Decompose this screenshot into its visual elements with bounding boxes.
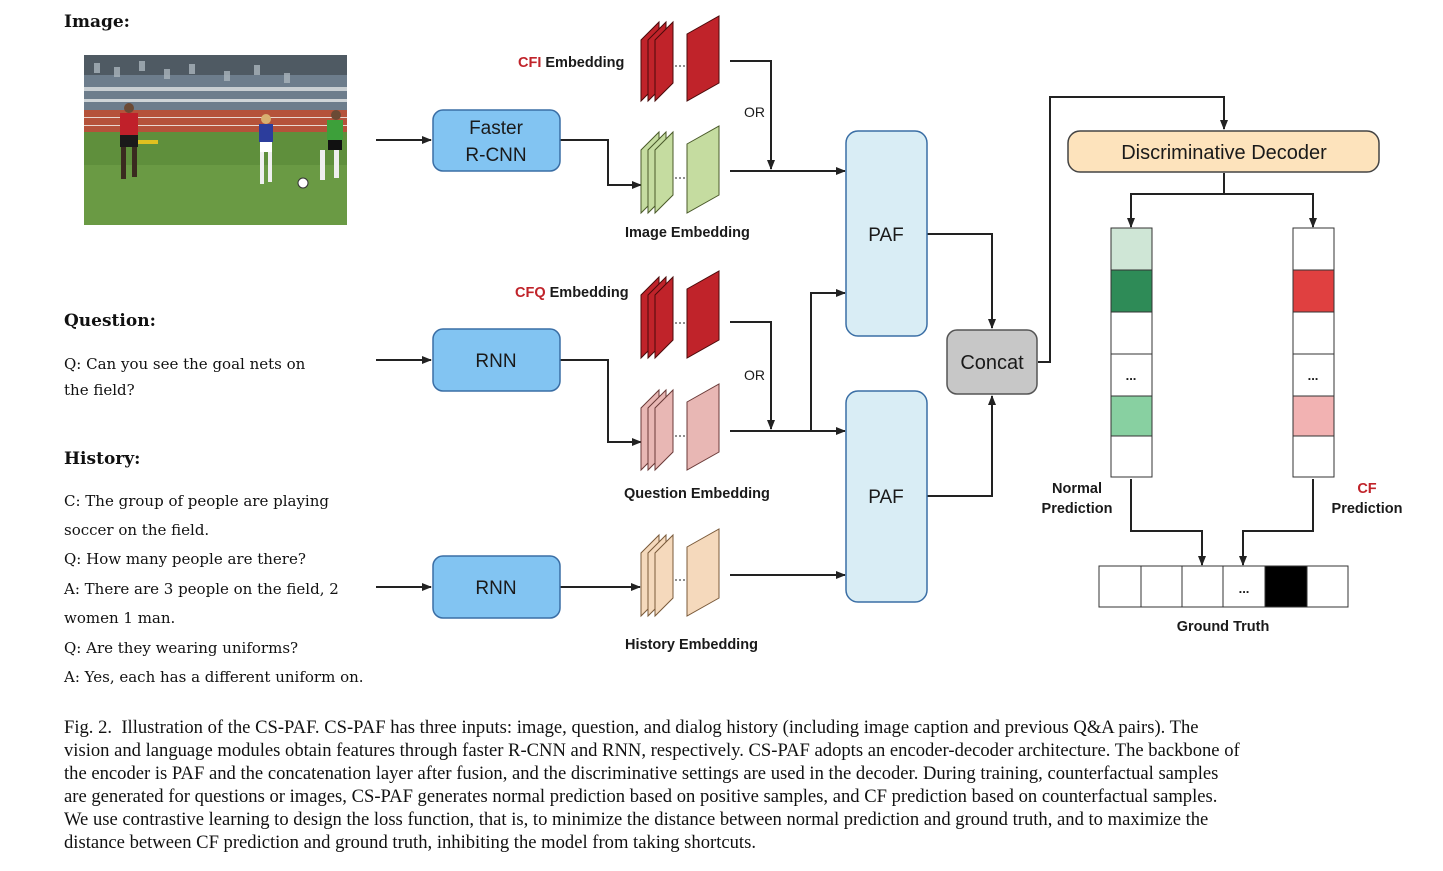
cf-cell [1292, 353, 1335, 397]
cfi-embedding-stack [640, 15, 720, 103]
gt-cell [1140, 565, 1183, 608]
or-label-top: OR [744, 104, 765, 120]
history-line: soccer on the field. [64, 521, 210, 539]
gt-cell [1098, 565, 1142, 608]
soccer-photo [84, 55, 347, 225]
image-embedding-stack [640, 125, 720, 215]
paf-bottom-box: PAF [845, 390, 928, 603]
faster-rcnn-label-2: R-CNN [465, 145, 526, 166]
paf-top-label: PAF [868, 225, 904, 246]
caption-line: the encoder is PAF and the concatenation… [64, 763, 1219, 784]
cf-cell [1292, 227, 1335, 271]
normal-prediction-label-2: Prediction [1042, 501, 1113, 517]
paf-top-box: PAF [845, 130, 928, 337]
caption-line: vision and language modules obtain featu… [64, 740, 1240, 761]
history-line: A: There are 3 people on the field, 2 [64, 580, 339, 598]
concat-box: Concat [946, 329, 1038, 395]
question-line: Q: Can you see the goal nets on [64, 355, 306, 373]
history-embedding-label: History Embedding [625, 637, 758, 653]
cf-prediction-label-1: CF [1357, 481, 1376, 497]
caption-line: distance between CF prediction and groun… [64, 832, 756, 853]
caption-line: are generated for questions or images, C… [64, 786, 1218, 807]
connector-lines [376, 60, 1317, 591]
faster-rcnn-label-1: Faster [469, 118, 524, 139]
paf-bottom-label: PAF [868, 487, 904, 508]
normal-cell [1110, 311, 1153, 355]
cfq-embedding-label: CFQ Embedding [515, 285, 629, 301]
history-line: C: The group of people are playing [64, 492, 329, 510]
gt-ellipsis: ... [1239, 581, 1250, 596]
image-heading: Image: [64, 12, 130, 32]
history-embedding-stack [640, 528, 720, 618]
image-embedding-label: Image Embedding [625, 225, 750, 241]
history-line: women 1 man. [64, 609, 176, 627]
cf-cell [1292, 395, 1335, 437]
normal-cell [1110, 435, 1153, 478]
cfi-embedding-label: CFI Embedding [518, 55, 624, 71]
cf-prediction-label-2: Prediction [1332, 501, 1403, 517]
gt-cell [1306, 565, 1349, 608]
cf-cell [1292, 269, 1335, 313]
normal-ellipsis: ... [1126, 368, 1137, 383]
ground-truth-label: Ground Truth [1177, 619, 1270, 635]
normal-prediction-column [1110, 227, 1153, 478]
question-rnn-label: RNN [475, 351, 516, 372]
gt-cell [1181, 565, 1224, 608]
caption-line: We use contrastive learning to design th… [64, 809, 1209, 830]
question-rnn-box: RNN [432, 328, 561, 392]
decoder-label: Discriminative Decoder [1121, 142, 1327, 164]
normal-cell [1110, 227, 1153, 271]
cfq-embedding-stack [640, 270, 720, 360]
cf-cell [1292, 435, 1335, 478]
history-rnn-label: RNN [475, 578, 516, 599]
question-heading: Question: [64, 311, 156, 331]
question-line: the field? [64, 381, 135, 399]
normal-cell [1110, 395, 1153, 437]
ground-truth-row [1098, 565, 1349, 608]
question-embedding-label: Question Embedding [624, 486, 770, 502]
faster-rcnn-box: Faster R-CNN [432, 109, 561, 172]
history-heading: History: [64, 449, 141, 469]
or-label-bottom: OR [744, 367, 765, 383]
gt-cell [1222, 565, 1266, 608]
figure-caption: Fig. 2. Illustration of the CS-PAF. CS-P… [64, 716, 1404, 854]
discriminative-decoder-box: Discriminative Decoder [1067, 130, 1380, 173]
cf-prediction-column [1292, 227, 1335, 478]
cf-ellipsis: ... [1308, 368, 1319, 383]
caption-line: Fig. 2. Illustration of the CS-PAF. CS-P… [64, 717, 1199, 738]
history-rnn-box: RNN [432, 555, 561, 619]
normal-prediction-label-1: Normal [1052, 481, 1102, 497]
question-embedding-stack [640, 383, 720, 472]
cf-cell [1292, 311, 1335, 355]
concat-label: Concat [960, 352, 1024, 374]
normal-cell [1110, 269, 1153, 313]
history-line: A: Yes, each has a different uniform on. [64, 668, 364, 686]
history-line: Q: How many people are there? [64, 550, 306, 568]
gt-cell [1264, 565, 1308, 608]
history-line: Q: Are they wearing uniforms? [64, 639, 299, 657]
architecture-diagram: Faster R-CNN RNN RNN [376, 15, 1403, 653]
